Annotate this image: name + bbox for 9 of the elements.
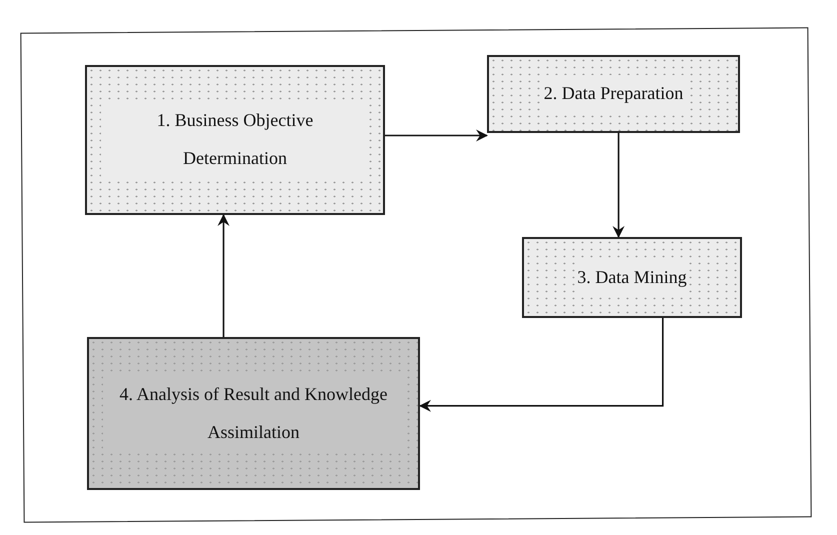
process-box bbox=[87, 337, 420, 490]
arrow bbox=[218, 214, 230, 337]
process-box bbox=[522, 237, 742, 318]
arrow bbox=[612, 133, 625, 238]
box-label: 2. Data Preparation bbox=[542, 75, 686, 113]
arrow bbox=[385, 130, 488, 142]
process-box bbox=[85, 65, 385, 215]
arrow bbox=[419, 318, 664, 412]
process-box bbox=[487, 55, 740, 133]
